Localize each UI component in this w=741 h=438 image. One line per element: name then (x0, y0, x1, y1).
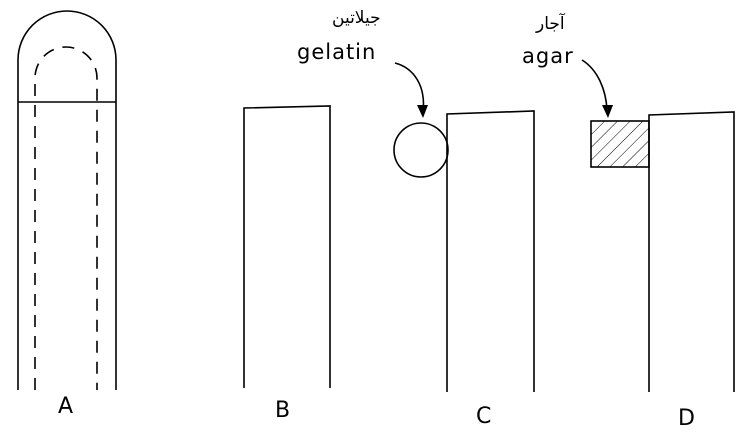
stump-outline (648, 111, 735, 392)
panel-a-intact-coleoptile (17, 10, 117, 390)
agar-arrowhead (602, 105, 613, 118)
gelatin-arrowhead (417, 105, 428, 118)
panel-c-gelatin-block (393, 62, 535, 392)
gelatin-arrow (394, 62, 425, 113)
coleoptile-tip-outline (17, 10, 117, 102)
gelatin-block (393, 122, 449, 178)
stump-outline (243, 105, 331, 388)
inner-leaf-dashed (34, 46, 98, 390)
agar-label: agar (522, 44, 574, 68)
panel-b-decapitated-coleoptile (243, 105, 331, 388)
panel-label-a: A (58, 394, 74, 419)
agar-arrow (581, 59, 608, 111)
stump-outline (446, 110, 535, 392)
gelatin-label-persian: جيلاتين (332, 8, 381, 28)
panel-label-b: B (275, 398, 291, 423)
panel-label-c: C (476, 404, 492, 429)
agar-label-persian: آجار (536, 14, 565, 34)
panel-label-d: D (678, 406, 695, 431)
panel-d-agar-block (581, 59, 735, 392)
gelatin-label: gelatin (297, 40, 377, 64)
agar-block (590, 120, 650, 168)
